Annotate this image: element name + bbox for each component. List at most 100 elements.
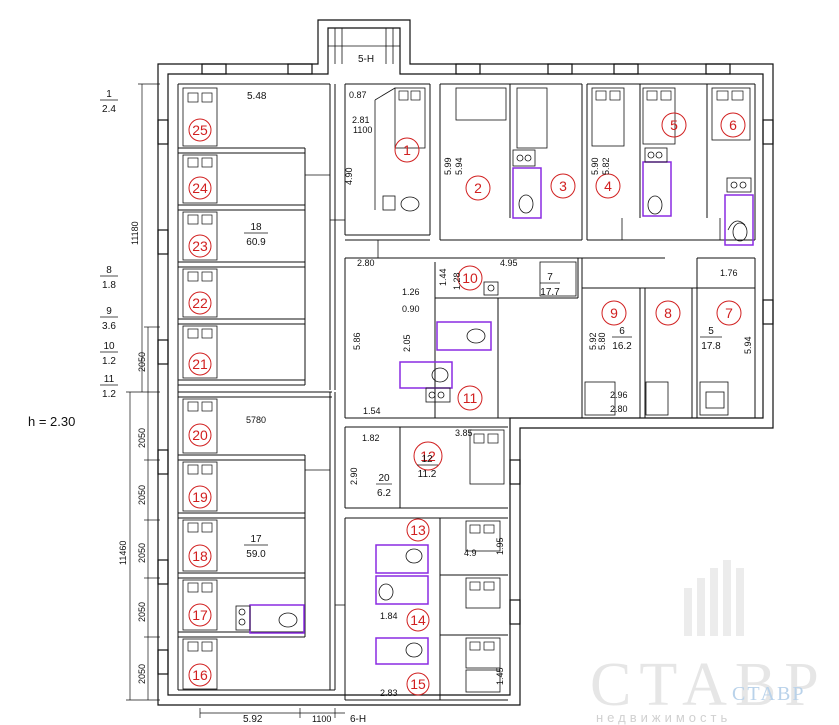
svg-text:11: 11 xyxy=(463,390,478,406)
svg-text:8: 8 xyxy=(106,265,112,276)
svg-text:2050: 2050 xyxy=(137,543,147,563)
svg-text:3: 3 xyxy=(559,178,567,194)
svg-text:1: 1 xyxy=(403,142,411,158)
internal-walls xyxy=(177,83,756,701)
svg-text:22: 22 xyxy=(192,295,208,311)
svg-text:11180: 11180 xyxy=(130,221,140,245)
svg-text:12: 12 xyxy=(421,454,433,465)
svg-text:3.6: 3.6 xyxy=(102,321,116,332)
svg-text:1.84: 1.84 xyxy=(380,611,398,621)
svg-text:8: 8 xyxy=(664,305,672,321)
svg-text:11460: 11460 xyxy=(118,541,128,565)
doors xyxy=(305,87,746,606)
svg-text:4.90: 4.90 xyxy=(344,167,354,185)
svg-text:20: 20 xyxy=(192,427,208,443)
svg-text:23: 23 xyxy=(192,238,208,254)
svg-text:6: 6 xyxy=(619,326,625,337)
svg-text:2.80: 2.80 xyxy=(357,258,375,268)
watermark-blue: СТАВР xyxy=(732,683,805,705)
room-marker-15: 15 xyxy=(406,672,430,696)
svg-text:5.48: 5.48 xyxy=(247,91,267,102)
svg-text:16: 16 xyxy=(192,667,208,683)
room-marker-21: 21 xyxy=(188,352,212,376)
room-marker-23: 23 xyxy=(188,234,212,258)
svg-text:1.28: 1.28 xyxy=(452,272,462,290)
svg-text:1.76: 1.76 xyxy=(720,268,738,278)
room-marker-17: 17 xyxy=(188,603,212,627)
left-dimension-chain xyxy=(126,83,160,701)
svg-text:5.86: 5.86 xyxy=(352,332,362,350)
svg-text:2050: 2050 xyxy=(137,352,147,372)
svg-text:10: 10 xyxy=(462,270,478,286)
svg-text:1.2: 1.2 xyxy=(102,389,116,400)
svg-text:5: 5 xyxy=(708,326,714,337)
svg-text:1100: 1100 xyxy=(312,714,331,724)
room-marker-12: 12 xyxy=(413,441,443,471)
room-marker-19: 19 xyxy=(188,485,212,509)
svg-text:3.85: 3.85 xyxy=(455,428,473,438)
svg-text:20: 20 xyxy=(378,473,390,484)
svg-text:24: 24 xyxy=(192,180,208,196)
room-marker-24: 24 xyxy=(188,176,212,200)
svg-text:2.90: 2.90 xyxy=(349,467,359,485)
svg-text:17.7: 17.7 xyxy=(540,287,560,298)
svg-text:5.82: 5.82 xyxy=(601,157,611,175)
svg-text:18: 18 xyxy=(250,222,262,233)
svg-text:1.45: 1.45 xyxy=(495,667,505,685)
pillows xyxy=(187,90,744,652)
svg-text:17.8: 17.8 xyxy=(701,341,721,352)
svg-text:5.94: 5.94 xyxy=(743,336,753,354)
svg-text:10: 10 xyxy=(103,341,115,352)
room-marker-22: 22 xyxy=(188,291,212,315)
svg-text:2050: 2050 xyxy=(137,602,147,622)
svg-text:5780: 5780 xyxy=(246,415,266,425)
room-marker-8: 8 xyxy=(655,300,681,326)
svg-text:1.54: 1.54 xyxy=(363,406,381,416)
svg-text:4.9: 4.9 xyxy=(464,548,477,558)
svg-text:17: 17 xyxy=(192,607,208,623)
room-marker-4: 4 xyxy=(595,173,621,199)
room-marker-5: 5 xyxy=(661,112,687,138)
dimensions: 5.48 0.87 2.81 1100 4.90 5.99 5.94 5.90 … xyxy=(243,90,753,725)
svg-text:7: 7 xyxy=(547,272,553,283)
svg-text:2050: 2050 xyxy=(137,428,147,448)
svg-text:0.87: 0.87 xyxy=(349,90,367,100)
left-dimension-texts: 11180 11460 2050 2050 2050 2050 2050 205… xyxy=(118,221,147,684)
room-marker-20: 20 xyxy=(188,423,212,447)
stair-label-top: 5-H xyxy=(358,54,374,65)
bottom-dimension xyxy=(199,708,345,718)
svg-text:6: 6 xyxy=(729,117,737,133)
bathrooms xyxy=(249,161,754,665)
room-marker-7: 7 xyxy=(716,300,742,326)
svg-text:2.96: 2.96 xyxy=(610,390,628,400)
svg-text:4: 4 xyxy=(604,178,612,194)
svg-text:5.92: 5.92 xyxy=(243,714,263,725)
watermark: СТАВР недвижимость СТАВР xyxy=(590,560,827,725)
area-texts: 1 2.4 8 1.8 9 3.6 10 1.2 11 1.2 18 60.9 … xyxy=(102,89,721,560)
svg-text:1.26: 1.26 xyxy=(402,287,420,297)
svg-text:1.95: 1.95 xyxy=(495,537,505,555)
room-numbers: 25 24 23 22 21 20 19 18 17 16 1 2 3 4 5 … xyxy=(188,112,746,696)
stair-label-bottom: 6-H xyxy=(350,714,366,725)
svg-text:2050: 2050 xyxy=(137,664,147,684)
svg-text:5.80: 5.80 xyxy=(597,332,607,350)
room-marker-14: 14 xyxy=(406,608,430,632)
svg-text:16.2: 16.2 xyxy=(612,341,632,352)
svg-text:25: 25 xyxy=(192,122,208,138)
room-marker-11: 11 xyxy=(457,385,483,411)
room-marker-16: 16 xyxy=(188,663,212,687)
room-marker-10: 10 xyxy=(457,265,483,291)
svg-text:11: 11 xyxy=(104,374,115,385)
svg-text:12: 12 xyxy=(420,448,436,464)
fixtures xyxy=(235,147,752,658)
watermark-big: СТАВР xyxy=(590,651,827,719)
svg-text:0.90: 0.90 xyxy=(402,304,420,314)
room-marker-1: 1 xyxy=(394,137,420,163)
room-marker-6: 6 xyxy=(720,112,746,138)
svg-text:2.80: 2.80 xyxy=(610,404,628,414)
room-marker-25: 25 xyxy=(188,118,212,142)
svg-text:5.99: 5.99 xyxy=(443,157,453,175)
svg-text:9: 9 xyxy=(610,305,618,321)
outer-walls xyxy=(157,19,774,706)
